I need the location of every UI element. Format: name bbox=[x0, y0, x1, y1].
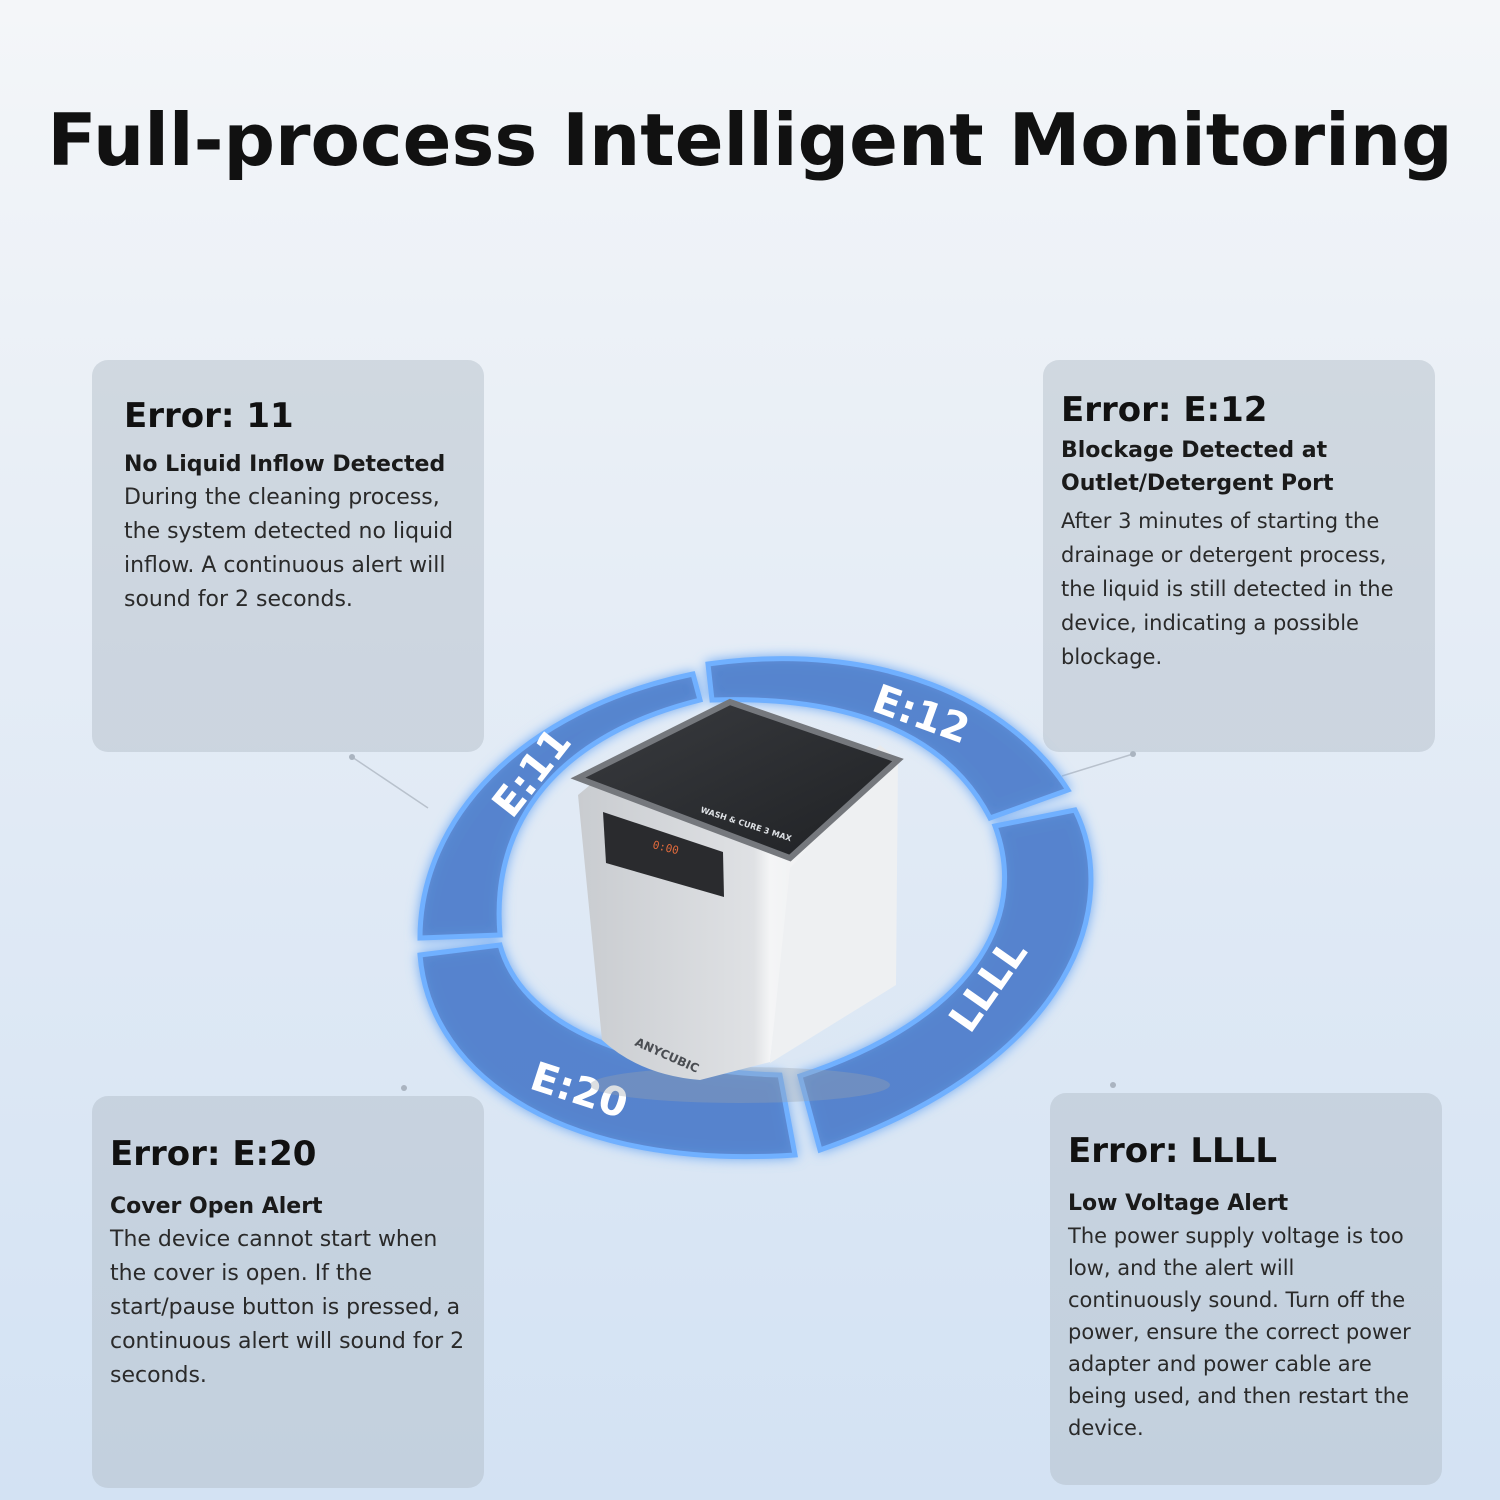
connector-line bbox=[351, 756, 429, 809]
error-code: Error: LLLL bbox=[1068, 1131, 1277, 1171]
ring-segment-e11 bbox=[417, 671, 704, 941]
ring-segment-e12 bbox=[705, 656, 1072, 822]
page-title: Full-process Intelligent Monitoring bbox=[47, 98, 1453, 182]
error-card-e12: Error: E:12 Blockage Detected at Outlet/… bbox=[1043, 360, 1435, 752]
connector-dot bbox=[401, 1085, 407, 1091]
error-title: Low Voltage Alert bbox=[1068, 1191, 1289, 1216]
connector-dot bbox=[349, 754, 355, 760]
error-title: Cover Open Alert bbox=[110, 1194, 323, 1219]
error-code: Error: E:12 bbox=[1061, 390, 1268, 430]
error-card-llll: Error: LLLL Low Voltage Alert The power … bbox=[1050, 1093, 1442, 1485]
error-code: Error: 11 bbox=[124, 396, 294, 436]
ring-segment-llll bbox=[796, 807, 1094, 1154]
error-card-e20: Error: E:20 Cover Open Alert The device … bbox=[92, 1096, 484, 1488]
error-description: The device cannot start when the cover i… bbox=[110, 1227, 465, 1388]
error-title: No Liquid Inflow Detected bbox=[124, 452, 446, 477]
status-ring bbox=[417, 656, 1094, 1160]
error-description: During the cleaning process, the system … bbox=[124, 485, 454, 612]
connector-line bbox=[1061, 753, 1134, 777]
ring-segment-e20 bbox=[417, 942, 798, 1160]
error-description: After 3 minutes of starting the drainage… bbox=[1061, 509, 1394, 669]
error-description: The power supply voltage is too low, and… bbox=[1068, 1224, 1411, 1440]
connector-dot bbox=[1130, 751, 1136, 757]
error-code: Error: E:20 bbox=[110, 1134, 317, 1174]
device: 0:00 WASH & CURE 3 MAX ANYCUBIC bbox=[570, 698, 904, 1103]
error-card-11: Error: 11 No Liquid Inflow Detected Duri… bbox=[92, 360, 484, 752]
device-display: 0:00 bbox=[651, 838, 680, 857]
connector-dot bbox=[1110, 1082, 1116, 1088]
error-title: Blockage Detected at Outlet/Detergent Po… bbox=[1061, 438, 1334, 496]
